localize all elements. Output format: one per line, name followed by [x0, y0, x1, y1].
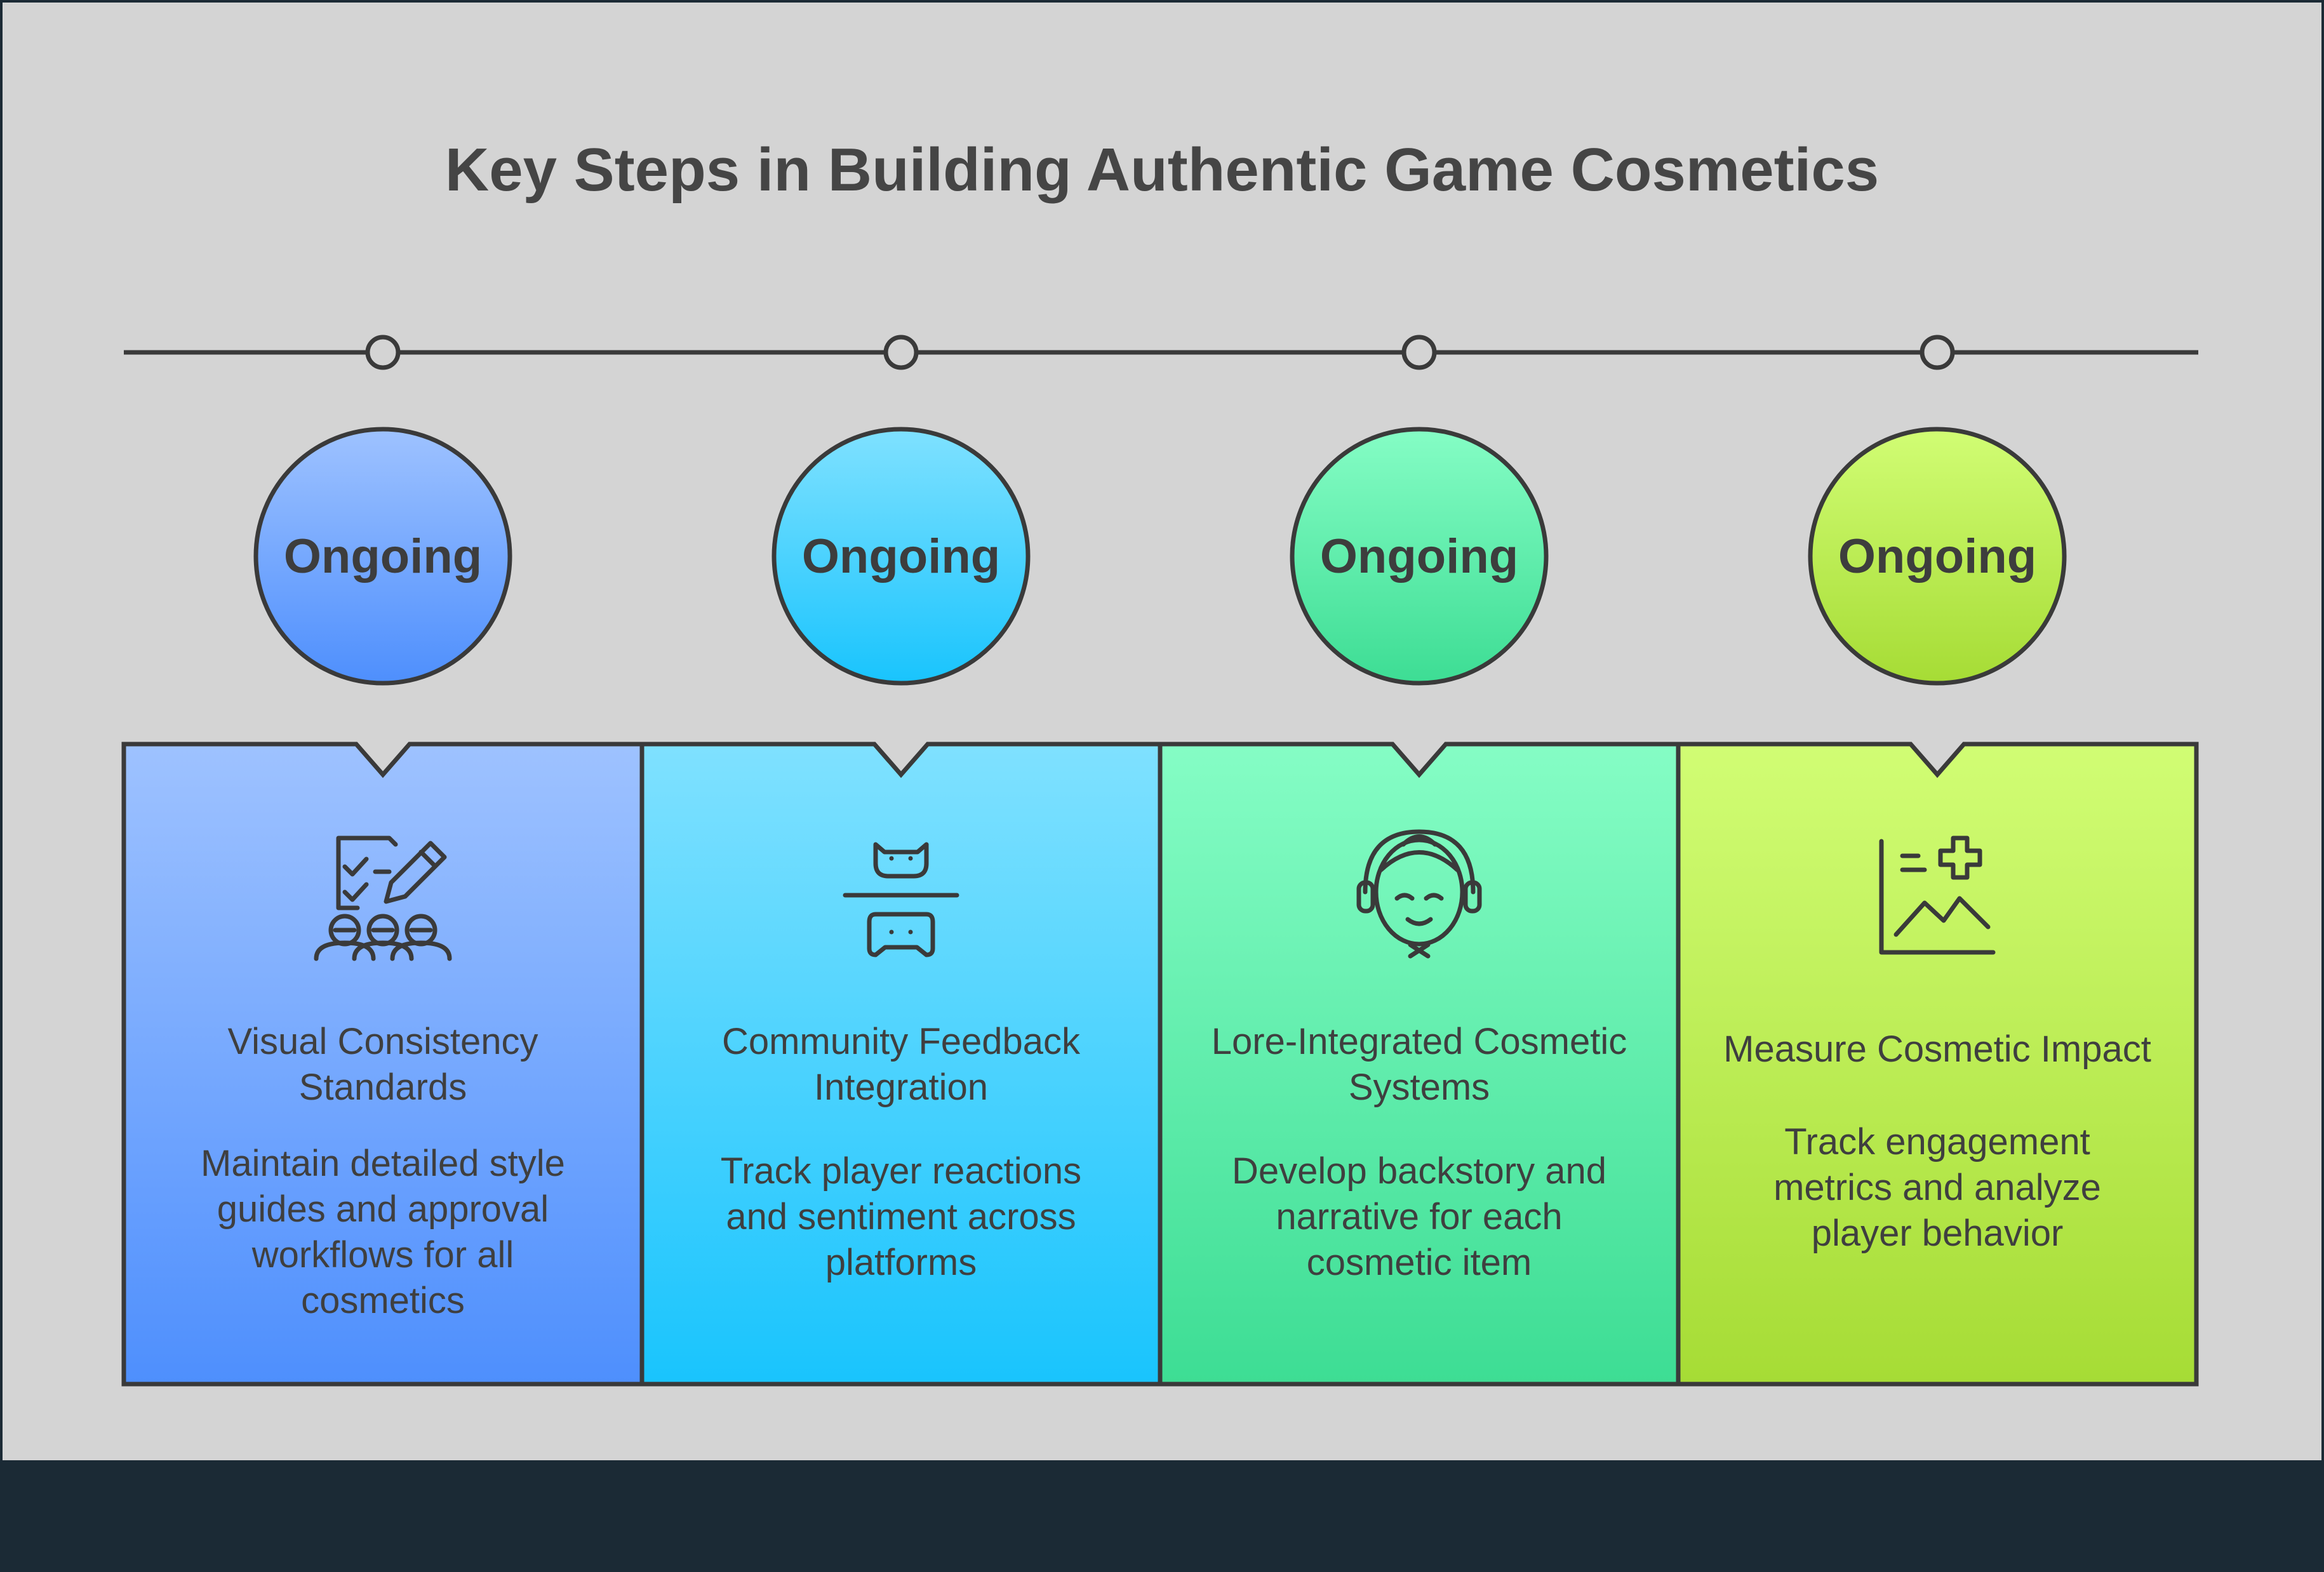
- growth-chart-icon: [1879, 836, 1996, 955]
- timeline-dot: [883, 335, 919, 370]
- step-heading: Measure Cosmetic Impact: [1723, 1029, 2151, 1070]
- status-badge-label: Ongoing: [284, 530, 482, 583]
- step-card: [121, 742, 644, 1387]
- status-badge-label: Ongoing: [802, 530, 1000, 583]
- page-title: Key Steps in Building Authentic Game Cos…: [445, 136, 1879, 204]
- timeline-dot: [1401, 335, 1437, 370]
- step-description: Maintain detailed style guides and approv…: [201, 1143, 565, 1321]
- step-heading-line: Systems: [1349, 1067, 1490, 1108]
- status-circle: [771, 427, 1031, 686]
- status-circle: [253, 427, 512, 686]
- game-controller-icon: [843, 842, 959, 957]
- step-description-line: Maintain detailed style: [201, 1143, 565, 1184]
- character-face-icon: [1356, 829, 1482, 959]
- step-description-line: and sentiment across: [726, 1196, 1076, 1237]
- step-description-line: cosmetics: [301, 1280, 465, 1321]
- step-description-line: platforms: [825, 1242, 977, 1283]
- step-description-line: cosmetic item: [1307, 1242, 1532, 1283]
- step-heading-line: Visual Consistency: [228, 1021, 538, 1062]
- step-description-line: Track engagement: [1784, 1121, 2090, 1162]
- footer-bar: [0, 1460, 2324, 1572]
- step-card: [1676, 742, 2199, 1387]
- step-heading-line: Integration: [814, 1067, 988, 1108]
- step-description-line: narrative for each: [1276, 1196, 1562, 1237]
- step-description-line: metrics and analyze: [1773, 1167, 2101, 1208]
- step-description-line: Develop backstory and: [1232, 1150, 1606, 1192]
- step-description-line: workflows for all: [251, 1234, 514, 1276]
- step-heading-line: Lore-Integrated Cosmetic: [1212, 1021, 1627, 1062]
- step-heading-line: Standards: [299, 1067, 467, 1108]
- step-card: [639, 742, 1163, 1387]
- step-heading-line: Measure Cosmetic Impact: [1723, 1029, 2151, 1070]
- step-description-line: guides and approval: [217, 1189, 549, 1230]
- checklist-team-icon: [314, 836, 452, 961]
- status-badge-label: Ongoing: [1320, 530, 1518, 583]
- status-badge-label: Ongoing: [1838, 530, 2036, 583]
- timeline-dot: [1920, 335, 1955, 370]
- step-card: [1158, 742, 1681, 1387]
- status-circle: [1290, 427, 1549, 686]
- step-description: Track engagement metrics and analyze playe…: [1773, 1121, 2101, 1254]
- status-circle: [1808, 427, 2067, 686]
- step-description-line: Track player reactions: [721, 1150, 1081, 1192]
- step-description-line: player behavior: [1812, 1213, 2064, 1254]
- timeline-dot: [365, 335, 401, 370]
- step-heading-line: Community Feedback: [722, 1021, 1081, 1062]
